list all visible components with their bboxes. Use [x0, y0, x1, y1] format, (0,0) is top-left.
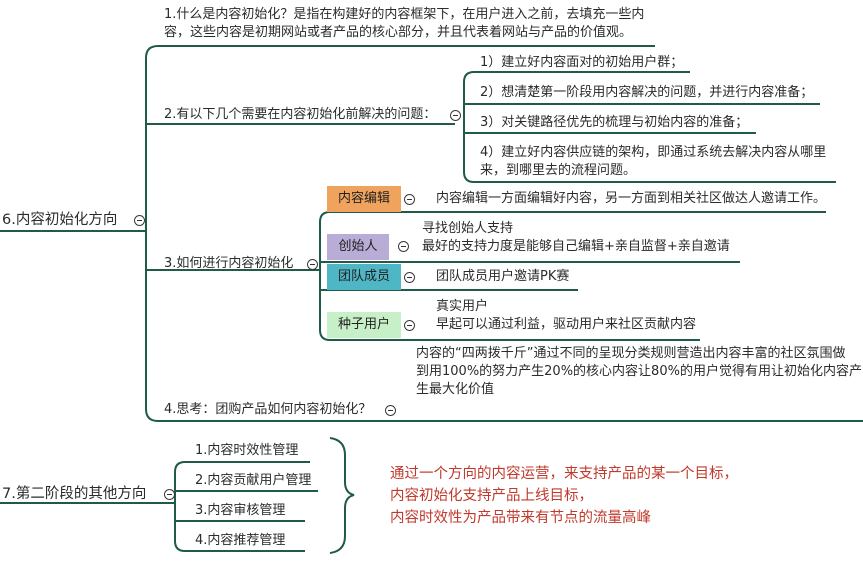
connector-b2-item4 — [463, 124, 836, 183]
branch1-line2: 容，这些内容是初期网站或者产品的核心部分，并且代表着网站与产品的价值观。 — [164, 25, 633, 40]
role3-text: 团队成员用户邀请PK赛 — [436, 269, 570, 284]
role4-text: 真实用户 早起可以通过利益，驱动用户来社区贡献内容 — [436, 298, 696, 334]
collapse-branch2-icon[interactable] — [450, 110, 461, 121]
collapse-role3-icon[interactable] — [404, 272, 415, 283]
collapse-section7-icon[interactable] — [164, 489, 175, 500]
branch1-text: 1.什么是内容初始化？是指在构建好的内容框架下，在用户进入之前，去填充一些内 容… — [164, 6, 684, 42]
branch2-item4: 4）建立好内容供应链的架构，即通过系统去解决内容从哪里 来，到哪里去的流程问题。 — [480, 144, 826, 180]
branch4-title: 4.思考：团购产品如何内容初始化？ — [164, 402, 372, 417]
branch2-item4-line2: 来，到哪里去的流程问题。 — [480, 163, 637, 178]
branch4-text: 内容的“四两拨千斤”通过不同的呈现分类规则营造出内容丰富的社区氛围做 到用100… — [416, 345, 862, 399]
section7-item4: 4.内容推荐管理 — [195, 533, 286, 548]
section7-item3: 3.内容审核管理 — [195, 503, 286, 518]
tag-seed-user[interactable]: 种子用户 — [327, 312, 401, 338]
role4-line2: 早起可以通过利益，驱动用户来社区贡献内容 — [436, 317, 697, 332]
connector-b3-role1 — [319, 211, 826, 270]
connector-branch4 — [145, 230, 863, 422]
connector-s7-item4 — [174, 503, 305, 552]
connector-branch2 — [145, 123, 455, 230]
connector-s7-item1 — [174, 461, 310, 503]
note-line2: 内容初始化支持产品上线目标， — [390, 488, 593, 504]
collapse-role4-icon[interactable] — [404, 320, 415, 331]
branch1-line1: 1.什么是内容初始化？是指在构建好的内容框架下，在用户进入之前，去填充一些内 — [164, 7, 645, 22]
collapse-branch3-icon[interactable] — [307, 259, 318, 270]
branch3-title: 3.如何进行内容初始化 — [164, 256, 294, 271]
note-line3: 内容时效性为产品带来有节点的流量高峰 — [390, 510, 651, 526]
tag-team-member[interactable]: 团队成员 — [327, 264, 401, 290]
branch2-title: 2.有以下几个需要在内容初始化前解决的问题： — [164, 107, 437, 122]
collapse-role2-icon[interactable] — [398, 241, 409, 252]
role1-text: 内容编辑一方面编辑好内容，另一方面到相关社区做达人邀请工作。 — [436, 191, 827, 206]
branch2-item4-line1: 4）建立好内容供应链的架构，即通过系统去解决内容从哪里 — [480, 145, 827, 160]
note-line1: 通过一个方向的内容运营，来支持产品的某一个目标， — [390, 466, 738, 482]
connector-b3-role2 — [319, 261, 740, 270]
connector-b3-role4 — [319, 270, 700, 341]
branch2-item1: 1）建立好内容面对的初始用户群； — [480, 55, 684, 70]
branch4-line1: 内容的“四两拨千斤”通过不同的呈现分类规则营造出内容丰富的社区氛围做 — [416, 346, 846, 361]
collapse-branch4-icon[interactable] — [385, 405, 396, 416]
section7-title: 7.第二阶段的其他方向 — [2, 486, 147, 502]
section7-note: 通过一个方向的内容运营，来支持产品的某一个目标， 内容初始化支持产品上线目标， … — [390, 463, 738, 529]
connector-b2-item2 — [463, 103, 820, 124]
collapse-role1-icon[interactable] — [404, 194, 415, 205]
branch2-item3: 3）对关键路径优先的梳理与初始内容的准备； — [480, 115, 749, 130]
connector-branch1 — [145, 45, 655, 230]
collapse-section6-icon[interactable] — [134, 215, 145, 226]
branch4-line2: 到用100%的努力产生20%的核心内容让80%的用户觉得有用让初始化内容产 — [416, 364, 862, 379]
brace-shape — [329, 437, 355, 554]
role2-line1: 寻找创始人支持 — [422, 221, 514, 236]
connector-b2-item1 — [463, 71, 690, 124]
role2-text: 寻找创始人支持 最好的支持力度是能够自己编辑+亲自监督+亲自邀请 — [422, 220, 730, 256]
branch2-item2: 2）想清楚第一阶段用内容解决的问题，并进行内容准备； — [480, 85, 814, 100]
role4-line1: 真实用户 — [436, 299, 489, 314]
section6-title: 6.内容初始化方向 — [2, 212, 118, 228]
section7-item2: 2.内容贡献用户管理 — [195, 473, 312, 488]
section7-item1: 1.内容时效性管理 — [195, 443, 299, 458]
role2-line2: 最好的支持力度是能够自己编辑+亲自监督+亲自邀请 — [422, 239, 730, 254]
branch4-line3: 生最大化价值 — [416, 382, 495, 397]
tag-founder[interactable]: 创始人 — [327, 234, 389, 260]
connector-s7-item2 — [174, 490, 318, 503]
tag-content-editor[interactable]: 内容编辑 — [327, 186, 401, 212]
